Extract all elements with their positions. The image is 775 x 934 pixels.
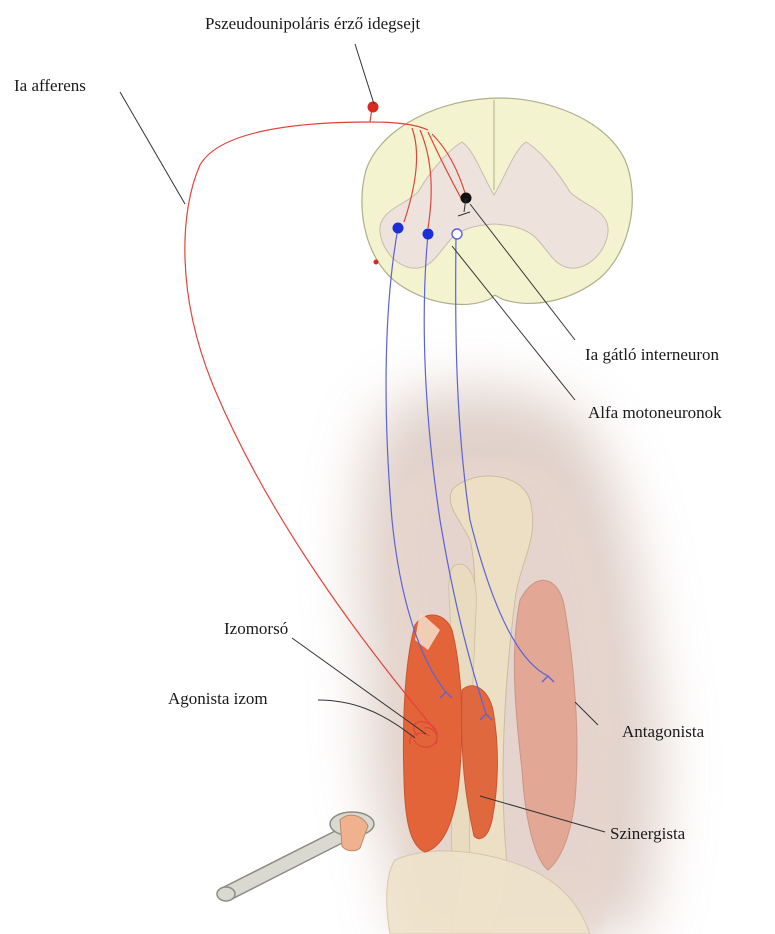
label-antagonist: Antagonista bbox=[622, 722, 705, 741]
label-muscle-spindle: Izomorsó bbox=[224, 619, 288, 638]
leg-skin bbox=[358, 388, 661, 934]
label-alpha-motoneurons: Alfa motoneuronok bbox=[588, 403, 722, 422]
pseudounipolar-soma bbox=[368, 102, 379, 113]
label-ia-afferent: Ia afferens bbox=[14, 76, 86, 95]
alpha-motoneuron-2 bbox=[423, 229, 434, 240]
label-synergist: Szinergista bbox=[610, 824, 686, 843]
small-red-dot bbox=[374, 260, 379, 265]
label-pseudounipolar: Pszeudounipoláris érző idegsejt bbox=[205, 14, 421, 33]
reflex-hammer bbox=[217, 812, 374, 901]
antagonist-motoneuron bbox=[452, 229, 462, 239]
spinal-cord bbox=[362, 98, 632, 304]
alpha-motoneuron-1 bbox=[393, 223, 404, 234]
label-agonist: Agonista izom bbox=[168, 689, 268, 708]
label-ia-inhibitory-interneuron: Ia gátló interneuron bbox=[585, 345, 720, 364]
